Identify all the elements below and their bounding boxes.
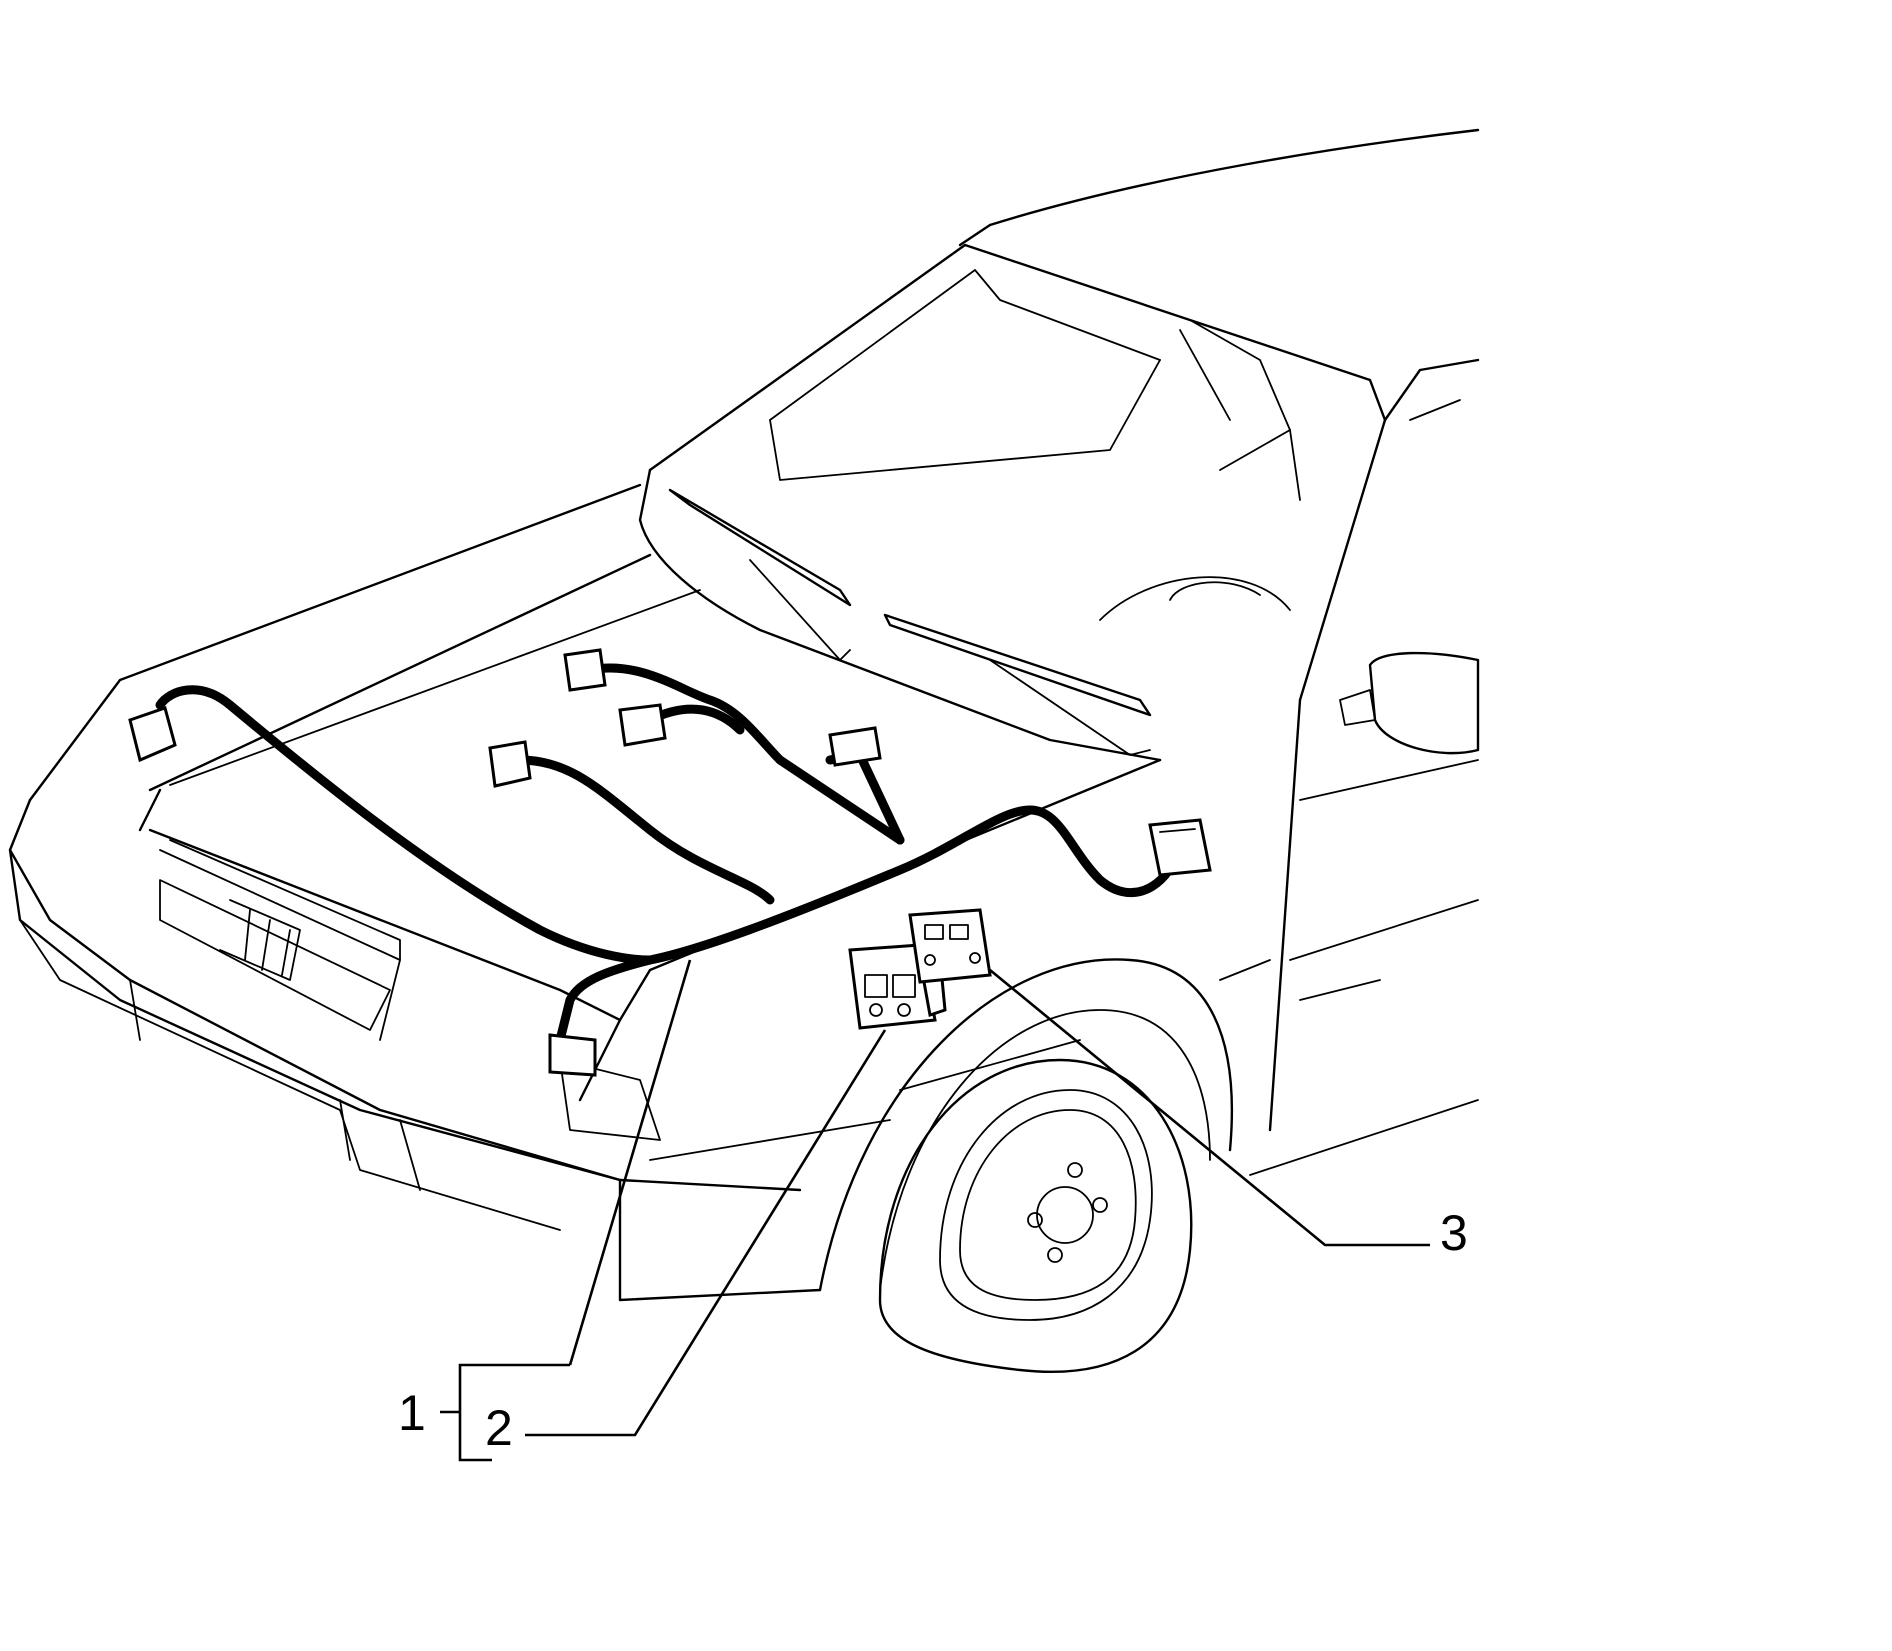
wiring-harness	[128, 648, 1212, 1077]
callout-1: 1	[398, 1385, 426, 1441]
connector	[828, 726, 882, 767]
connector	[548, 1033, 597, 1077]
callout-leaders	[440, 959, 1430, 1462]
callout-3: 3	[1440, 1205, 1468, 1261]
car-body	[8, 128, 1480, 1374]
connector	[563, 648, 607, 692]
leader-line-1-bracket	[458, 1363, 570, 1462]
connector	[618, 703, 667, 747]
connector	[488, 740, 532, 788]
connector	[128, 706, 177, 763]
mounting-bracket	[908, 908, 992, 984]
callout-2: 2	[485, 1400, 513, 1456]
connector	[1148, 818, 1212, 877]
leader-line-1	[568, 959, 692, 1366]
leader-line-3	[989, 968, 1430, 1247]
leader-line-2	[525, 1029, 887, 1437]
